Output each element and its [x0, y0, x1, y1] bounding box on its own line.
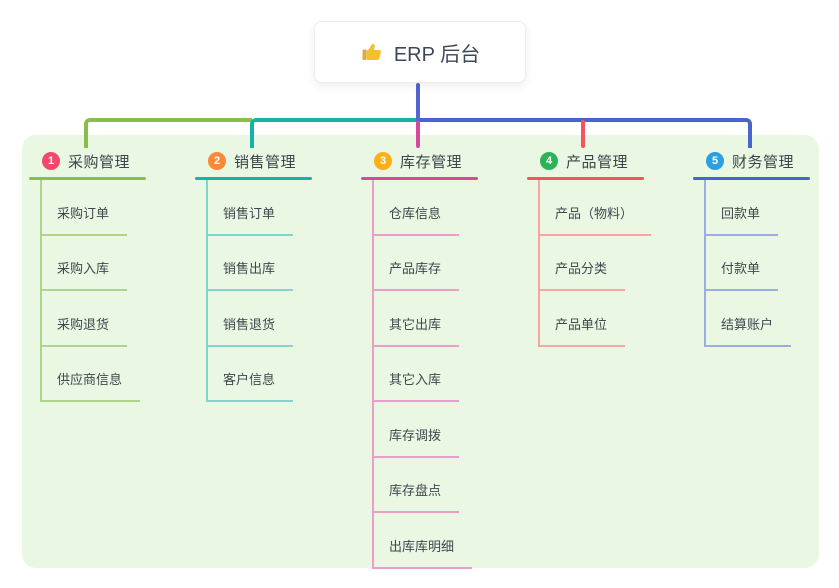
- branches-panel: [22, 135, 819, 568]
- child-node[interactable]: 采购订单: [42, 180, 128, 236]
- branch-label: 库存管理: [400, 153, 463, 171]
- branch-index-badge: 2: [208, 152, 226, 170]
- child-node[interactable]: 库存调拨: [374, 402, 460, 458]
- child-node[interactable]: 销售退货: [208, 291, 294, 347]
- branch-children: 销售订单 销售出库 销售退货 客户信息: [206, 180, 355, 402]
- branch-column-inventory: 3 库存管理 仓库信息 产品库存 其它出库 其它入库 库存调拨 库存盘点 出库库…: [361, 148, 521, 569]
- branch-title-purchase[interactable]: 1 采购管理: [29, 148, 189, 174]
- child-node[interactable]: 销售出库: [208, 236, 294, 291]
- branch-label: 采购管理: [68, 153, 131, 171]
- branch-title-finance[interactable]: 5 财务管理: [693, 148, 839, 174]
- branch-underline: [361, 177, 478, 180]
- branch-label: 产品管理: [566, 153, 629, 171]
- child-node[interactable]: 其它出库: [374, 291, 460, 347]
- child-node[interactable]: 结算账户: [706, 291, 792, 347]
- child-label: 客户信息: [223, 372, 276, 387]
- child-label: 其它入库: [389, 372, 442, 387]
- connector-purchase: [84, 118, 252, 148]
- child-node[interactable]: 供应商信息: [42, 347, 141, 402]
- branch-title-sales[interactable]: 2 销售管理: [195, 148, 355, 174]
- branch-underline: [527, 177, 644, 180]
- branch-children: 回款单 付款单 结算账户: [704, 180, 839, 347]
- child-node[interactable]: 产品分类: [540, 236, 626, 291]
- child-label: 产品库存: [389, 261, 442, 276]
- thumbs-up-icon: [360, 40, 384, 64]
- child-node[interactable]: 产品单位: [540, 291, 626, 347]
- child-node[interactable]: 其它入库: [374, 347, 460, 402]
- child-label: 回款单: [721, 205, 761, 221]
- branch-column-sales: 2 销售管理 销售订单 销售出库 销售退货 客户信息: [195, 148, 355, 402]
- child-node[interactable]: 产品库存: [374, 236, 460, 291]
- branch-index-badge: 4: [540, 152, 558, 170]
- root-node[interactable]: ERP 后台: [314, 21, 526, 83]
- branch-label: 财务管理: [732, 153, 795, 171]
- branch-column-finance: 5 财务管理 回款单 付款单 结算账户: [693, 148, 839, 347]
- child-label: 采购退货: [57, 316, 110, 332]
- child-label: 产品单位: [555, 316, 608, 332]
- branch-column-purchase: 1 采购管理 采购订单 采购入库 采购退货 供应商信息: [29, 148, 189, 402]
- child-label: 其它出库: [389, 316, 442, 332]
- child-node[interactable]: 采购入库: [42, 236, 128, 291]
- child-node[interactable]: 出库库明细: [374, 513, 473, 569]
- child-label: 采购订单: [57, 205, 110, 221]
- child-label: 产品（物料）: [555, 205, 634, 221]
- child-label: 库存调拨: [389, 427, 442, 443]
- child-node[interactable]: 付款单: [706, 236, 779, 291]
- branch-title-product[interactable]: 4 产品管理: [527, 148, 687, 174]
- branch-index-badge: 1: [42, 152, 60, 170]
- connector-sales: [250, 118, 419, 148]
- branch-title-inventory[interactable]: 3 库存管理: [361, 148, 521, 174]
- branch-underline: [195, 177, 312, 180]
- branch-children: 采购订单 采购入库 采购退货 供应商信息: [40, 180, 189, 402]
- child-label: 出库库明细: [389, 538, 455, 554]
- branch-index-badge: 5: [706, 152, 724, 170]
- child-label: 销售订单: [223, 205, 276, 221]
- child-label: 产品分类: [555, 261, 608, 276]
- child-node[interactable]: 仓库信息: [374, 180, 460, 236]
- child-label: 采购入库: [57, 261, 110, 276]
- child-label: 销售出库: [223, 261, 276, 276]
- child-label: 库存盘点: [389, 483, 442, 498]
- branch-underline: [693, 177, 810, 180]
- child-node[interactable]: 采购退货: [42, 291, 128, 347]
- branch-children: 仓库信息 产品库存 其它出库 其它入库 库存调拨 库存盘点 出库库明细: [372, 180, 521, 569]
- child-label: 仓库信息: [389, 205, 442, 221]
- child-node[interactable]: 产品（物料）: [540, 180, 652, 236]
- root-label: ERP 后台: [393, 43, 481, 66]
- branch-label: 销售管理: [234, 153, 297, 171]
- child-node[interactable]: 库存盘点: [374, 458, 460, 513]
- root-connector: [416, 83, 420, 121]
- child-node[interactable]: 销售订单: [208, 180, 294, 236]
- child-node[interactable]: 客户信息: [208, 347, 294, 402]
- child-label: 供应商信息: [57, 372, 123, 387]
- branch-children: 产品（物料） 产品分类 产品单位: [538, 180, 687, 347]
- child-node[interactable]: 回款单: [706, 180, 779, 236]
- connector-inventory: [416, 120, 420, 148]
- child-label: 付款单: [721, 261, 761, 276]
- branch-index-badge: 3: [374, 152, 392, 170]
- branch-column-product: 4 产品管理 产品（物料） 产品分类 产品单位: [527, 148, 687, 347]
- child-label: 结算账户: [721, 316, 774, 332]
- connector-product: [581, 120, 585, 148]
- branch-underline: [29, 177, 146, 180]
- child-label: 销售退货: [223, 316, 276, 332]
